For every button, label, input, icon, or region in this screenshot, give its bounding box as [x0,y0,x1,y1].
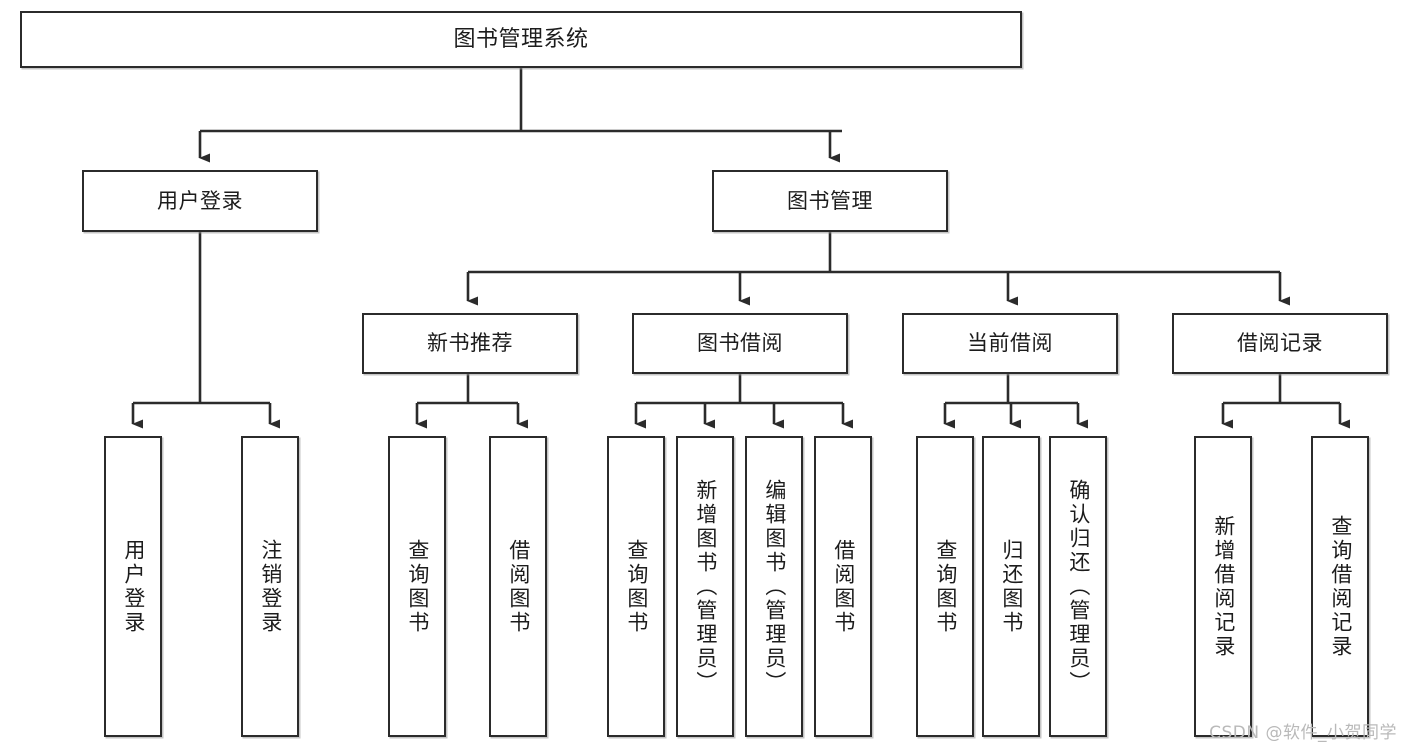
leaf-add-record-label: 新增借阅记录 [1211,514,1236,659]
leaf-borrow-book-2[interactable]: 借阅图书 [814,436,872,737]
leaf-edit-book[interactable]: 编辑图书（管理员） [745,436,803,737]
node-current-borrow-label: 当前借阅 [967,331,1053,356]
node-book-manage-label: 图书管理 [787,188,873,213]
node-user-login[interactable]: 用户登录 [82,170,318,232]
node-current-borrow[interactable]: 当前借阅 [902,313,1118,374]
leaf-query-book-1[interactable]: 查询图书 [388,436,446,737]
leaf-query-book-2[interactable]: 查询图书 [607,436,665,737]
node-root-label: 图书管理系统 [453,26,589,52]
leaf-edit-book-label: 编辑图书（管理员） [762,478,787,695]
leaf-borrow-book-1-label: 借阅图书 [506,538,531,635]
leaf-add-book[interactable]: 新增图书（管理员） [676,436,734,737]
leaf-logout-login[interactable]: 注销登录 [241,436,299,737]
leaf-borrow-book-1[interactable]: 借阅图书 [489,436,547,737]
leaf-query-book-2-label: 查询图书 [624,538,649,635]
leaf-confirm-return-label: 确认归还（管理员） [1066,478,1091,695]
leaf-return-book[interactable]: 归还图书 [982,436,1040,737]
node-new-book-rec-label: 新书推荐 [427,331,513,356]
node-borrow-record-label: 借阅记录 [1237,331,1323,356]
node-borrow-record[interactable]: 借阅记录 [1172,313,1388,374]
leaf-query-book-3[interactable]: 查询图书 [916,436,974,737]
leaf-query-record[interactable]: 查询借阅记录 [1311,436,1369,737]
node-user-login-label: 用户登录 [157,188,243,213]
node-root[interactable]: 图书管理系统 [20,11,1022,68]
leaf-query-book-1-label: 查询图书 [405,538,430,635]
node-new-book-rec[interactable]: 新书推荐 [362,313,578,374]
leaf-add-record[interactable]: 新增借阅记录 [1194,436,1252,737]
leaf-query-book-3-label: 查询图书 [933,538,958,635]
leaf-logout-login-label: 注销登录 [258,538,283,635]
leaf-confirm-return[interactable]: 确认归还（管理员） [1049,436,1107,737]
leaf-borrow-book-2-label: 借阅图书 [831,538,856,635]
node-book-manage[interactable]: 图书管理 [712,170,948,232]
leaf-user-login[interactable]: 用户登录 [104,436,162,737]
leaf-add-book-label: 新增图书（管理员） [693,478,718,695]
leaf-user-login-label: 用户登录 [121,538,146,635]
leaf-query-record-label: 查询借阅记录 [1328,514,1353,659]
leaf-return-book-label: 归还图书 [999,538,1024,635]
node-book-borrow-label: 图书借阅 [697,331,783,356]
node-book-borrow[interactable]: 图书借阅 [632,313,848,374]
csdn-watermark: CSDN @软件_小贺同学 [1209,723,1397,743]
